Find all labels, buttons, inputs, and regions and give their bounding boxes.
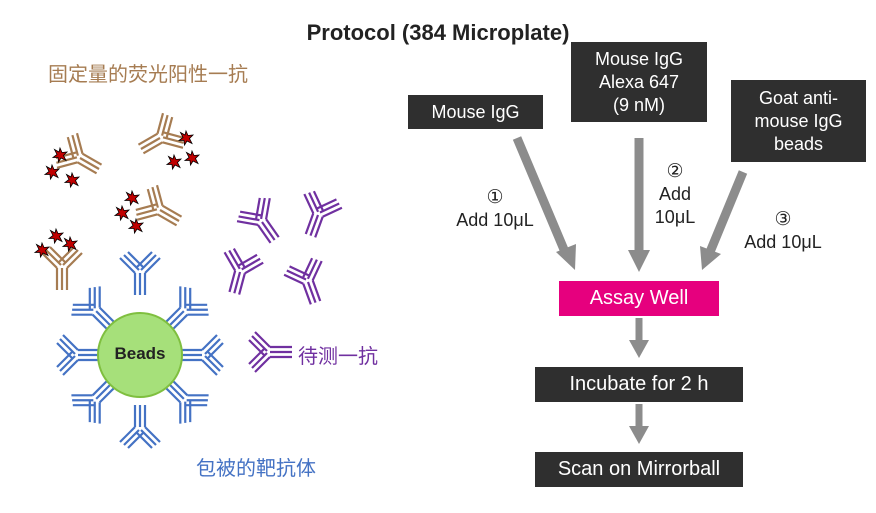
test-antibody: [290, 187, 346, 244]
scan-box: Scan on Mirrorball: [535, 452, 743, 487]
step-1-label: ① Add 10μL: [440, 186, 550, 232]
reagent-line: beads: [773, 133, 824, 154]
test-antibody: [213, 245, 266, 300]
test-antibody: [247, 330, 294, 374]
reagent-box-alexa: Mouse IgG Alexa 647 (9 nM): [571, 42, 707, 122]
reagent-line: mouse IgG: [754, 110, 843, 131]
reagent-line: (9 nM): [612, 94, 665, 115]
bead-label: Beads: [114, 344, 166, 363]
arrow-1: [512, 136, 570, 254]
coated-antibody-label: 包被的靶抗体: [196, 458, 316, 480]
arrow-3-head: [700, 246, 721, 270]
test-antibody: [232, 192, 293, 253]
step-2-text: 10μL: [654, 207, 696, 227]
coated-antibody: [178, 333, 225, 377]
test-antibody-label: 待测一抗: [298, 346, 378, 368]
step-2-number: ②: [666, 161, 684, 182]
fluor-star: [48, 228, 64, 244]
page-title: Protocol (384 Microplate): [306, 20, 570, 45]
reagent-line: Mouse IgG: [431, 101, 520, 122]
assay-well-box: Assay Well: [559, 281, 719, 316]
arrow-3: [705, 170, 748, 254]
coated-antibody: [118, 250, 162, 297]
fluor-antibody: [40, 245, 84, 292]
arrow-1-head: [556, 244, 576, 270]
fluor-star: [114, 205, 130, 221]
fluor-antibody-label: 固定量的荧光阳性一抗: [48, 64, 248, 86]
flow-arrows: [512, 136, 748, 444]
fluor-antibody: [129, 109, 190, 168]
step-1-text: Add 10μL: [456, 210, 534, 230]
fluor-star: [124, 190, 140, 206]
fluor-antibodies: [40, 109, 191, 292]
fluor-stars: [34, 130, 200, 258]
fluor-star: [62, 236, 78, 252]
coated-antibody: [118, 403, 162, 450]
fluor-star: [184, 150, 200, 166]
step-3-label: ③ Add 10μL: [728, 208, 838, 254]
step-3-text: Add 10μL: [744, 232, 822, 252]
bead: [97, 312, 183, 398]
arrow-5-head: [629, 426, 649, 444]
step-2-text: Add: [658, 184, 692, 204]
arrow-2-head: [628, 250, 650, 272]
coated-antibody: [55, 333, 102, 377]
reagent-line: Goat anti-: [758, 87, 839, 108]
fluor-star: [128, 218, 144, 234]
test-antibody: [280, 254, 336, 311]
step-3-number: ③: [774, 209, 792, 230]
reagent-line: Alexa 647: [598, 71, 680, 92]
incubate-box: Incubate for 2 h: [535, 367, 743, 402]
reagent-box-mouse-igg: Mouse IgG: [408, 95, 543, 129]
reagent-line: Mouse IgG: [594, 48, 684, 69]
arrow-4-head: [629, 340, 649, 358]
reagent-box-beads: Goat anti- mouse IgG beads: [731, 80, 866, 162]
fluor-star: [64, 172, 80, 188]
step-1-number: ①: [486, 187, 504, 208]
fluor-star: [166, 154, 182, 170]
step-2-label: ② Add 10μL: [648, 160, 702, 229]
